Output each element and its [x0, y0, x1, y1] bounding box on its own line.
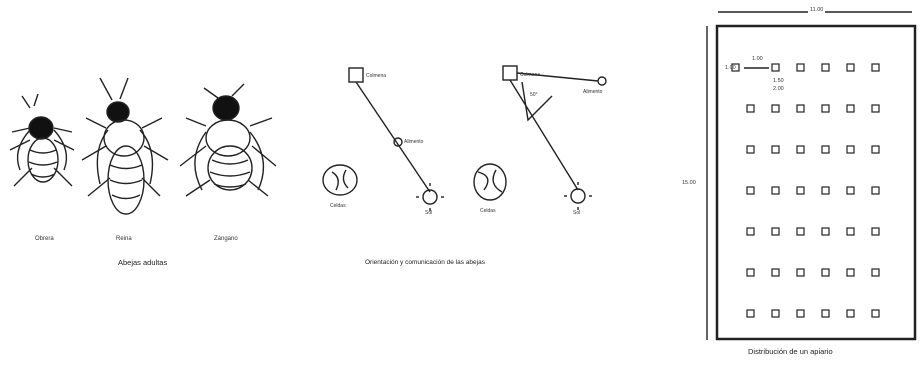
orientation-diagram-2 — [473, 65, 607, 210]
sun-circle-2 — [570, 188, 586, 204]
sun-label-1: Sol — [425, 210, 433, 216]
apiary-layout — [706, 11, 917, 341]
drone-bee-illustration — [179, 83, 277, 197]
food-circle-2 — [597, 76, 607, 86]
hive-label-1: Colmena — [366, 73, 387, 79]
hive-box — [796, 309, 805, 318]
sun-label-2: Sol — [573, 210, 581, 216]
hive-box — [771, 268, 780, 277]
hive-box — [821, 309, 830, 318]
hive-box — [796, 63, 805, 72]
sun-circle — [422, 189, 438, 205]
apiary-edge-label: 1.00 — [725, 65, 736, 71]
hive-box — [731, 63, 740, 72]
hive-box — [871, 104, 880, 113]
hive-box — [821, 227, 830, 236]
hive-box — [796, 268, 805, 277]
worker-bee-illustration — [9, 93, 75, 187]
hive-box — [871, 63, 880, 72]
queen-bee-illustration — [81, 77, 169, 215]
hive-box — [796, 186, 805, 195]
hive-square-2 — [502, 65, 518, 81]
hive-box — [871, 145, 880, 154]
apiary-spacing-v-label: 1.50 — [773, 78, 784, 84]
hive-box — [846, 268, 855, 277]
bee-label-queen: Reina — [116, 236, 132, 242]
hive-box — [746, 309, 755, 318]
hive-box — [846, 145, 855, 154]
hive-box — [771, 104, 780, 113]
bee-label-worker: Obrera — [35, 236, 54, 242]
hive-box — [746, 227, 755, 236]
apiary-spacing-v-label-2: 2.00 — [773, 86, 784, 92]
food-label-1: Alimento — [404, 139, 424, 145]
apiary-height-label: 15.00 — [682, 180, 696, 186]
hive-box — [821, 268, 830, 277]
hive-box — [846, 63, 855, 72]
bees-caption: Abejas adultas — [118, 258, 168, 267]
hive-box — [871, 309, 880, 318]
hive-box — [821, 104, 830, 113]
hive-box — [821, 186, 830, 195]
hive-box — [796, 104, 805, 113]
apiary-boundary — [715, 24, 917, 341]
hive-box — [771, 145, 780, 154]
hive-box — [796, 227, 805, 236]
hive-box — [821, 63, 830, 72]
hive-box — [771, 63, 780, 72]
hive-box — [846, 309, 855, 318]
hive-box — [746, 186, 755, 195]
hive-box — [771, 186, 780, 195]
hive-box — [821, 145, 830, 154]
hive-box — [746, 145, 755, 154]
hive-box — [746, 104, 755, 113]
hive-box — [846, 186, 855, 195]
apiary-caption: Distribución de un apiario — [748, 347, 833, 356]
orientation-diagram-1 — [322, 67, 444, 211]
comb-cells-2 — [473, 163, 507, 201]
hive-box — [871, 186, 880, 195]
hive-box — [796, 145, 805, 154]
hive-box — [846, 227, 855, 236]
comb-label-2: Celdas — [480, 208, 496, 214]
apiary-spacing-h-label: 1.00 — [752, 56, 763, 62]
hive-box — [746, 268, 755, 277]
hive-box — [771, 227, 780, 236]
hive-grid — [731, 63, 880, 318]
hive-square — [348, 67, 364, 83]
hive-box — [871, 268, 880, 277]
hive-box — [871, 227, 880, 236]
food-circle — [393, 137, 403, 147]
apiary-width-label: 11.00 — [808, 7, 826, 13]
food-label-2: Alimento — [583, 89, 603, 95]
communication-caption: Orientación y comunicación de las abejas — [365, 259, 485, 266]
hive-box — [771, 309, 780, 318]
hive-label-2: Colmena — [520, 72, 541, 78]
comb-label-1: Celdas — [330, 203, 346, 209]
bee-label-drone: Zángano — [214, 236, 238, 242]
angle-label: 50° — [530, 92, 538, 98]
comb-cells-1 — [322, 164, 358, 196]
hive-box — [846, 104, 855, 113]
